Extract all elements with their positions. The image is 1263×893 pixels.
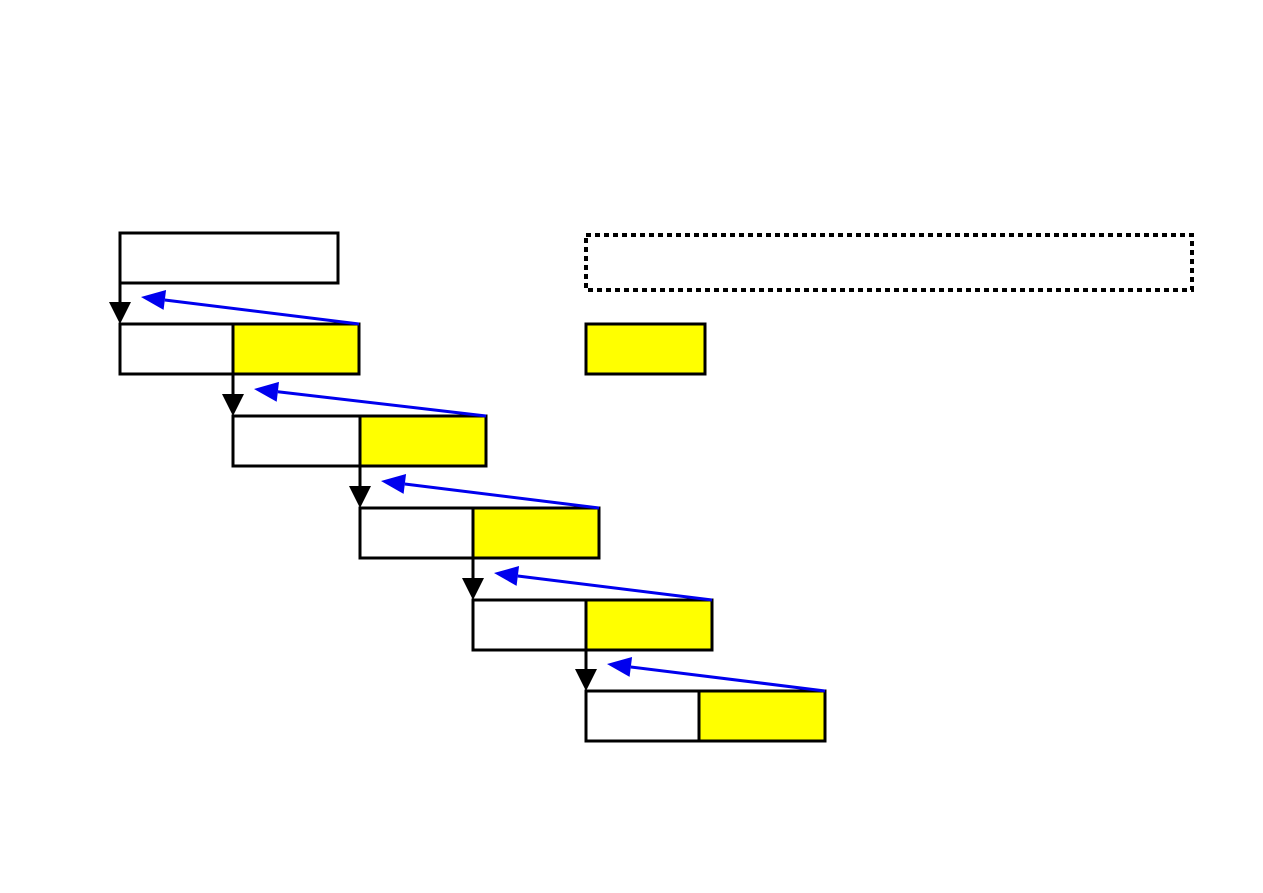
- down-arrow-3-head-icon: [349, 486, 371, 508]
- back-arrow-4-shaft: [517, 574, 713, 602]
- stage-4-highlight-cell: [584, 598, 714, 652]
- back-arrow-5-head-icon: [607, 657, 633, 677]
- back-arrow-3-head-icon: [381, 474, 407, 494]
- stage-2-plain-cell: [231, 414, 362, 468]
- back-arrow-3-shaft: [404, 482, 600, 510]
- stage-4-plain-cell: [471, 598, 588, 652]
- down-arrow-2-head-icon: [222, 394, 244, 416]
- stage-2-highlight-cell: [358, 414, 488, 468]
- stage-3-highlight-cell: [471, 506, 601, 560]
- stage-3-plain-cell: [358, 506, 475, 560]
- stage-5-highlight-cell: [697, 689, 827, 743]
- stage-5-plain-cell: [584, 689, 701, 743]
- legend-highlight-swatch: [584, 322, 707, 376]
- back-arrow-1-head-icon: [141, 290, 167, 310]
- stage-1-highlight-cell: [231, 322, 361, 376]
- legend-dotted-box: [584, 233, 1194, 292]
- down-arrow-5-head-icon: [575, 669, 597, 691]
- stage-1-plain-cell: [118, 322, 235, 376]
- header-box: [118, 231, 340, 285]
- back-arrow-2-shaft: [277, 390, 487, 418]
- back-arrow-4-head-icon: [494, 566, 520, 586]
- back-arrow-2-head-icon: [254, 381, 279, 402]
- back-arrow-5-shaft: [630, 665, 826, 693]
- down-arrow-4-head-icon: [462, 578, 484, 600]
- down-arrow-1-head-icon: [109, 302, 131, 324]
- back-arrow-1-shaft: [164, 298, 360, 326]
